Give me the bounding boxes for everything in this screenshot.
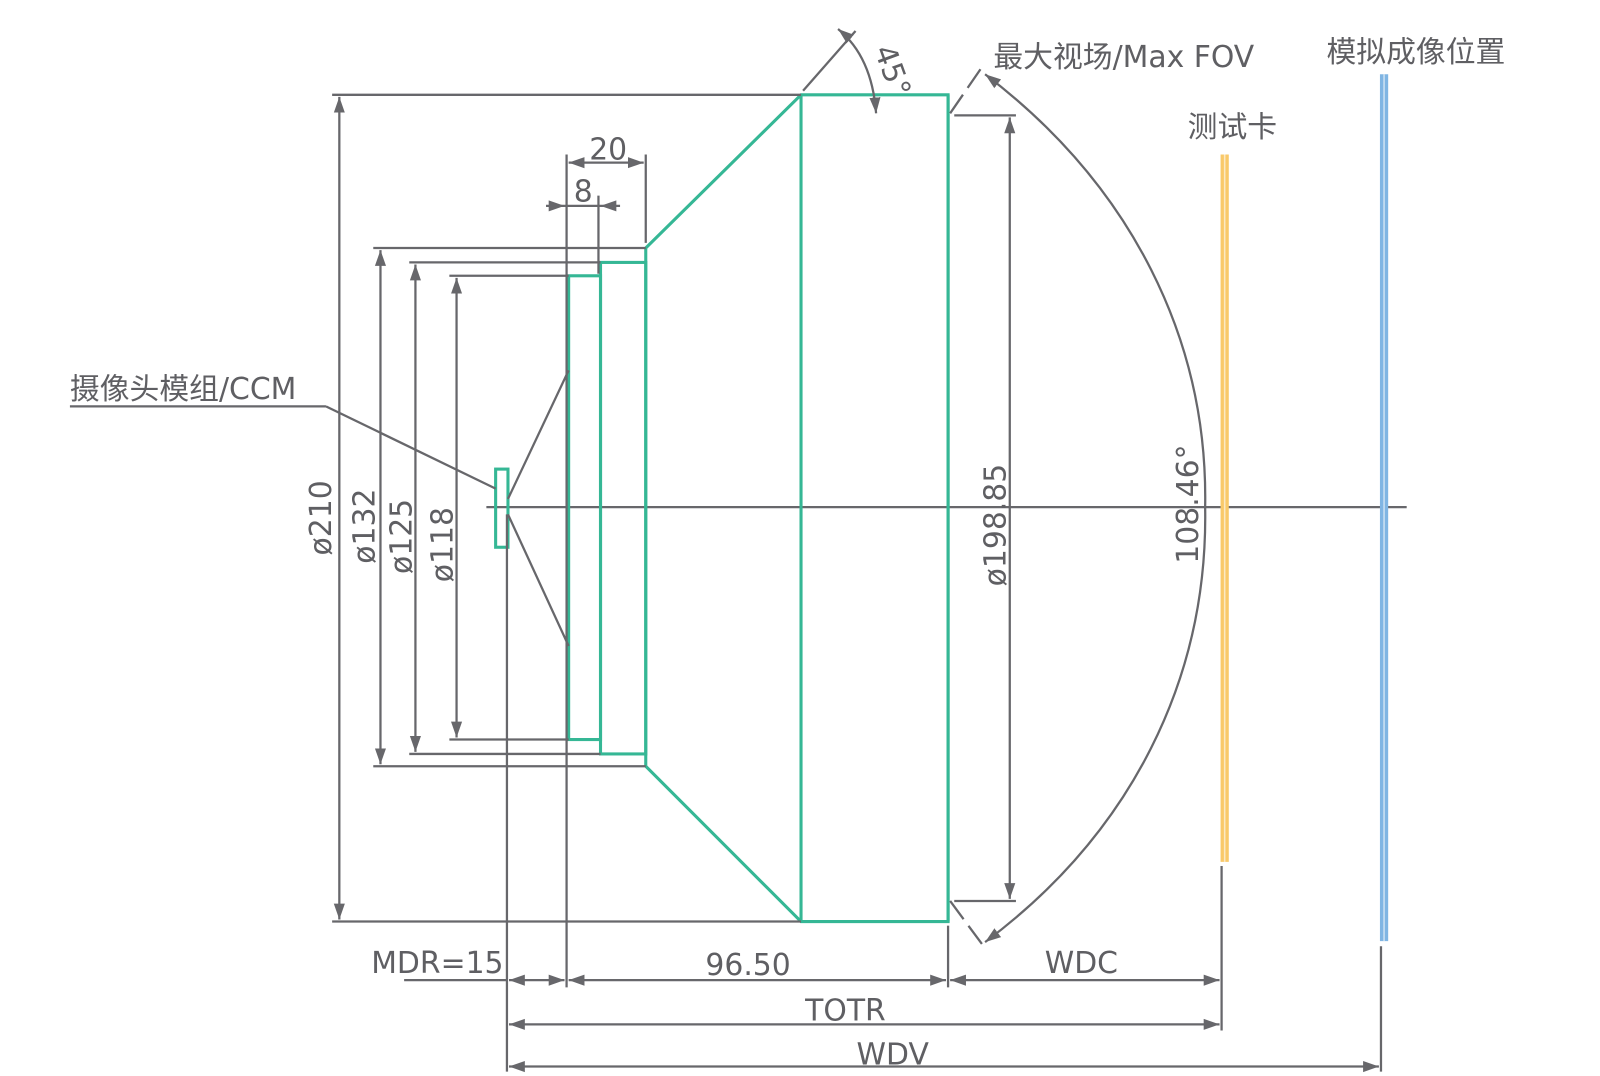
sim-image-position: 模拟成像位置 (1326, 35, 1505, 942)
mdr-label: MDR=15 (371, 946, 503, 981)
dim-d132: ø132 (347, 246, 646, 768)
svg-text:ø125: ø125 (384, 499, 419, 574)
svg-text:ø210: ø210 (304, 480, 339, 555)
dim-d198: ø198.85 (954, 114, 1016, 903)
svg-text:108.46°: 108.46° (1171, 444, 1206, 563)
wdc-label: WDC (1045, 946, 1118, 981)
svg-text:ø198.85: ø198.85 (979, 464, 1014, 587)
svg-text:ø132: ø132 (347, 489, 382, 564)
dim-20: 20 (565, 133, 647, 988)
test-card-label: 测试卡 (1188, 110, 1277, 145)
svg-text:20: 20 (589, 133, 627, 168)
max-fov-arc: 108.46° 最大视场/Max FOV (949, 40, 1255, 949)
dim-d118: ø118 (425, 274, 569, 741)
svg-text:ø118: ø118 (425, 507, 460, 582)
svg-text:8: 8 (574, 175, 593, 210)
bottom-dimensions: MDR=15 96.50 WDC TOTR WDV (371, 514, 1383, 1072)
ccm-label: 摄像头模组/CCM (70, 372, 296, 407)
ccm-callout: 摄像头模组/CCM (69, 372, 497, 490)
totr-label: TOTR (804, 993, 886, 1028)
sim-image-label: 模拟成像位置 (1326, 35, 1505, 70)
test-card: 测试卡 (1188, 110, 1277, 862)
ccm-module (494, 467, 510, 549)
max-fov-label: 最大视场/Max FOV (993, 40, 1254, 75)
wdv-label: WDV (857, 1037, 930, 1072)
dim-45-deg: 45° (802, 28, 917, 114)
dim-d125: ø125 (384, 261, 601, 756)
dim-d210: ø210 (304, 93, 802, 923)
dim-8: 8 (546, 175, 621, 274)
len-96-label: 96.50 (705, 948, 790, 983)
